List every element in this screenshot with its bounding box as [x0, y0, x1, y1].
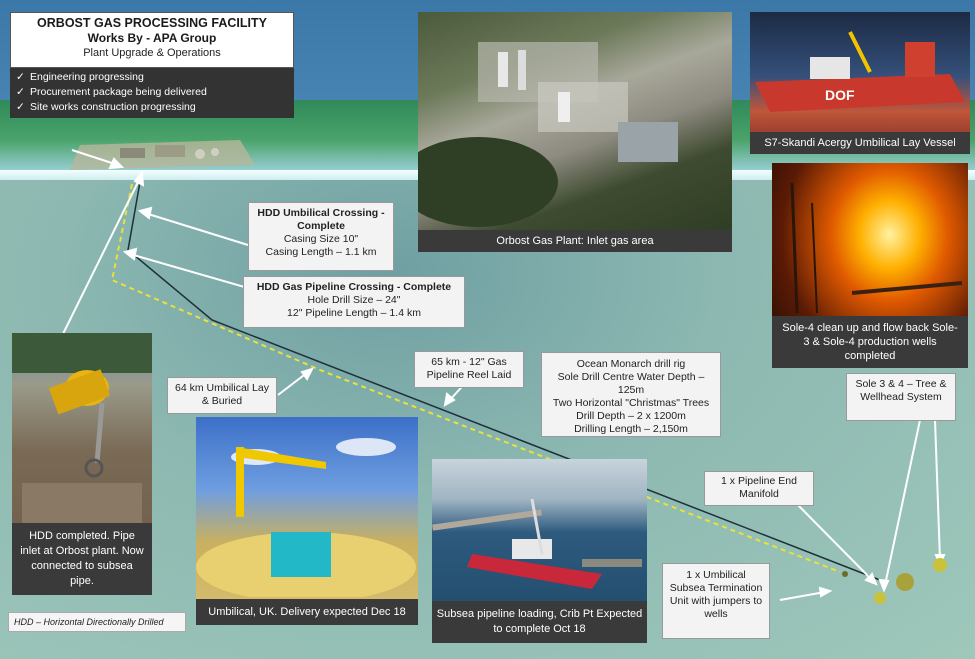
vessel-hull-text: DOF	[825, 87, 855, 103]
label-gas-pipeline: 65 km - 12" Gas Pipeline Reel Laid	[414, 351, 524, 388]
status-list: ✓Engineering progressing ✓Procurement pa…	[10, 68, 294, 118]
photo-pipeline-loading: Subsea pipeline loading, Crib Pt Expecte…	[432, 459, 647, 643]
caption-flare: Sole-4 clean up and flow back Sole-3 & S…	[772, 316, 968, 368]
label-hdd-umbilical: HDD Umbilical Crossing - Complete Casing…	[248, 202, 394, 271]
caption-plant: Orbost Gas Plant: Inlet gas area	[418, 230, 732, 252]
photo-orbost-plant: Orbost Gas Plant: Inlet gas area	[418, 12, 732, 252]
label-sole-tree: Sole 3 & 4 – Tree & Wellhead System	[846, 373, 956, 421]
check-icon: ✓	[16, 101, 25, 113]
caption-pipeline-loading: Subsea pipeline loading, Crib Pt Expecte…	[432, 601, 647, 643]
label-plem: 1 x Pipeline End Manifold	[704, 471, 814, 506]
photo-lay-vessel: DOF S7-Skandi Acergy Umbilical Lay Vesse…	[750, 12, 970, 154]
caption-hdd: HDD completed. Pipe inlet at Orbost plan…	[12, 523, 152, 595]
caption-umbilical: Umbilical, UK. Delivery expected Dec 18	[196, 599, 418, 625]
subsea-structures	[842, 558, 947, 604]
photo-flare: Sole-4 clean up and flow back Sole-3 & S…	[772, 163, 968, 368]
footnote-hdd: HDD – Horizontal Directionally Drilled	[8, 612, 186, 632]
check-icon: ✓	[16, 86, 25, 98]
check-icon: ✓	[16, 71, 25, 83]
label-hdd-gas-title: HDD Gas Pipeline Crossing - Complete	[256, 281, 452, 293]
plant-subtitle: Plant Upgrade & Operations	[83, 47, 221, 59]
status-item: ✓Procurement package being delivered	[16, 86, 207, 98]
label-umbilical-lay: 64 km Umbilical Lay & Buried	[167, 377, 277, 414]
works-by: Works By - APA Group	[87, 31, 217, 45]
status-item: ✓Engineering progressing	[16, 71, 144, 83]
photo-hdd: HDD completed. Pipe inlet at Orbost plan…	[12, 333, 152, 595]
status-item: ✓Site works construction progressing	[16, 101, 196, 113]
facility-title: ORBOST GAS PROCESSING FACILITY	[37, 16, 267, 30]
label-utu: 1 x Umbilical Subsea Termination Unit wi…	[662, 563, 770, 639]
label-drill-rig: Ocean Monarch drill rig Sole Drill Centr…	[541, 352, 721, 437]
title-box: ORBOST GAS PROCESSING FACILITY Works By …	[10, 12, 294, 68]
label-hdd-umbilical-title: HDD Umbilical Crossing - Complete	[257, 207, 385, 232]
label-hdd-gas-pipeline: HDD Gas Pipeline Crossing - Complete Hol…	[243, 276, 465, 328]
caption-vessel: S7-Skandi Acergy Umbilical Lay Vessel	[750, 132, 970, 154]
photo-umbilical: Umbilical, UK. Delivery expected Dec 18	[196, 417, 418, 625]
